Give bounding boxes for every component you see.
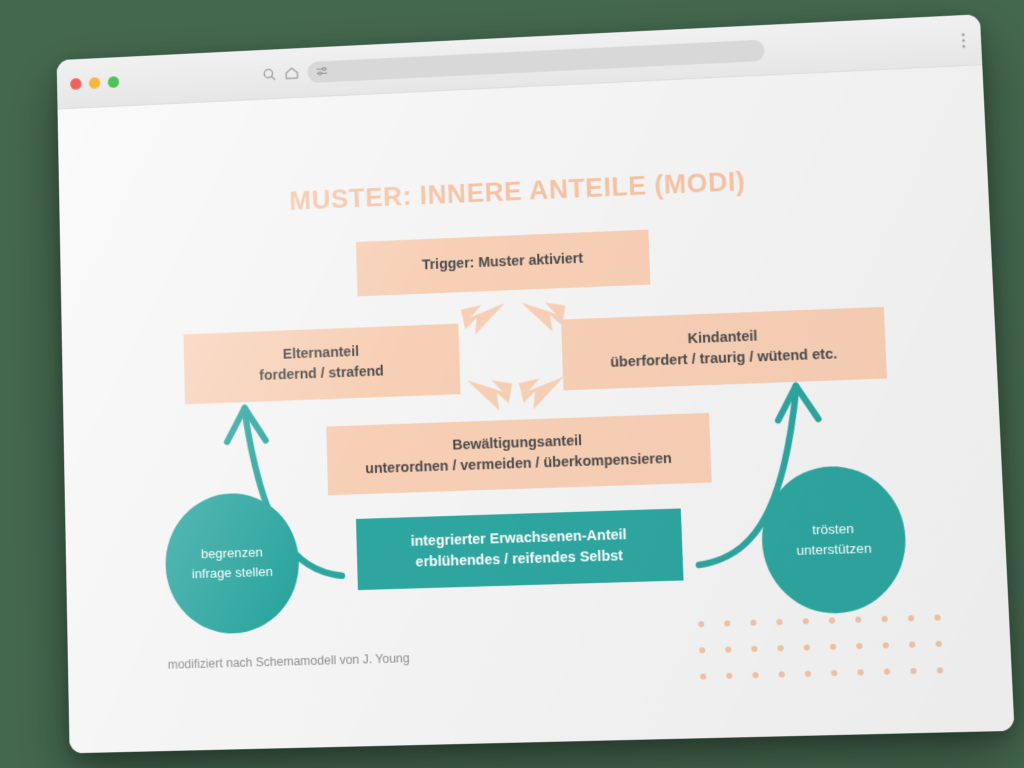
dot [778,671,785,678]
dot [856,642,863,650]
dot [907,615,915,622]
node-begrenzen-line2: infrage stellen [191,564,274,582]
dot [882,642,890,649]
modi-diagram: MUSTER: INNERE ANTEILE (MODI) [58,65,1015,753]
browser-toolbar [262,39,765,85]
page-title: MUSTER: INNERE ANTEILE (MODI) [289,166,746,216]
diagram-footnote: modifiziert nach Schemamodell von J. You… [167,651,410,672]
dot [857,669,864,676]
node-elternanteil-line1: Elternanteil [282,344,360,363]
minimize-window-button[interactable] [88,76,101,89]
node-trigger-line1: Trigger: Muster aktiviert [421,251,584,274]
node-bewaeltigungsanteil[interactable]: Bewältigungsanteil unterordnen / vermeid… [326,412,712,496]
node-kindanteil[interactable]: Kindanteil überfordert / traurig / wüten… [561,306,888,391]
node-begrenzen-line1: begrenzen [200,545,263,562]
maximize-window-button[interactable] [107,75,120,88]
dot [699,647,706,654]
dot [725,646,732,653]
dot [910,667,917,675]
dot [724,620,731,627]
node-troesten-line1: trösten [812,521,855,538]
reader-settings-icon[interactable] [316,66,329,77]
address-bar[interactable] [307,39,765,83]
dot [803,644,810,651]
home-icon[interactable] [284,66,299,80]
node-elternanteil-line2: fordernd / strafend [259,363,385,385]
dot [698,621,705,628]
dot [883,668,891,675]
browser-window: MUSTER: INNERE ANTEILE (MODI) [56,14,1015,754]
close-window-button[interactable] [70,77,82,90]
dot [776,618,783,626]
node-trigger[interactable]: Trigger: Muster aktiviert [355,229,651,297]
node-troesten-line2: unterstützen [796,540,872,558]
decorative-dot-grid [698,614,964,700]
dot [935,640,942,648]
dot [700,673,707,680]
dot [936,667,944,674]
dot [751,645,758,653]
dot [750,619,757,626]
dot [752,672,759,679]
dot [934,614,941,621]
node-erwachsenen-anteil[interactable]: integrierter Erwachsenen-Anteil erblühen… [355,508,684,591]
dot [831,669,838,677]
node-kindanteil-line2: überfordert / traurig / wütend etc. [610,346,838,371]
window-controls[interactable] [70,75,120,90]
dot [777,645,784,652]
dot [804,670,812,677]
kebab-menu-icon[interactable] [961,32,966,48]
dot [802,618,809,625]
node-bewaeltigungsanteil-line2: unterordnen / vermeiden / überkompensier… [365,450,673,478]
node-troesten-unterstuetzen[interactable]: trösten unterstützen [759,464,909,616]
dot [828,617,836,624]
node-kindanteil-line1: Kindanteil [687,328,758,348]
node-elternanteil[interactable]: Elternanteil fordernd / strafend [183,323,461,405]
search-icon[interactable] [262,67,276,81]
dot [855,616,862,623]
dot [726,672,733,679]
page-content: MUSTER: INNERE ANTEILE (MODI) [57,65,1015,754]
node-begrenzen-infrage-stellen[interactable]: begrenzen infrage stellen [164,491,301,636]
dot [829,643,837,650]
dot [881,615,888,623]
dot [909,641,916,648]
